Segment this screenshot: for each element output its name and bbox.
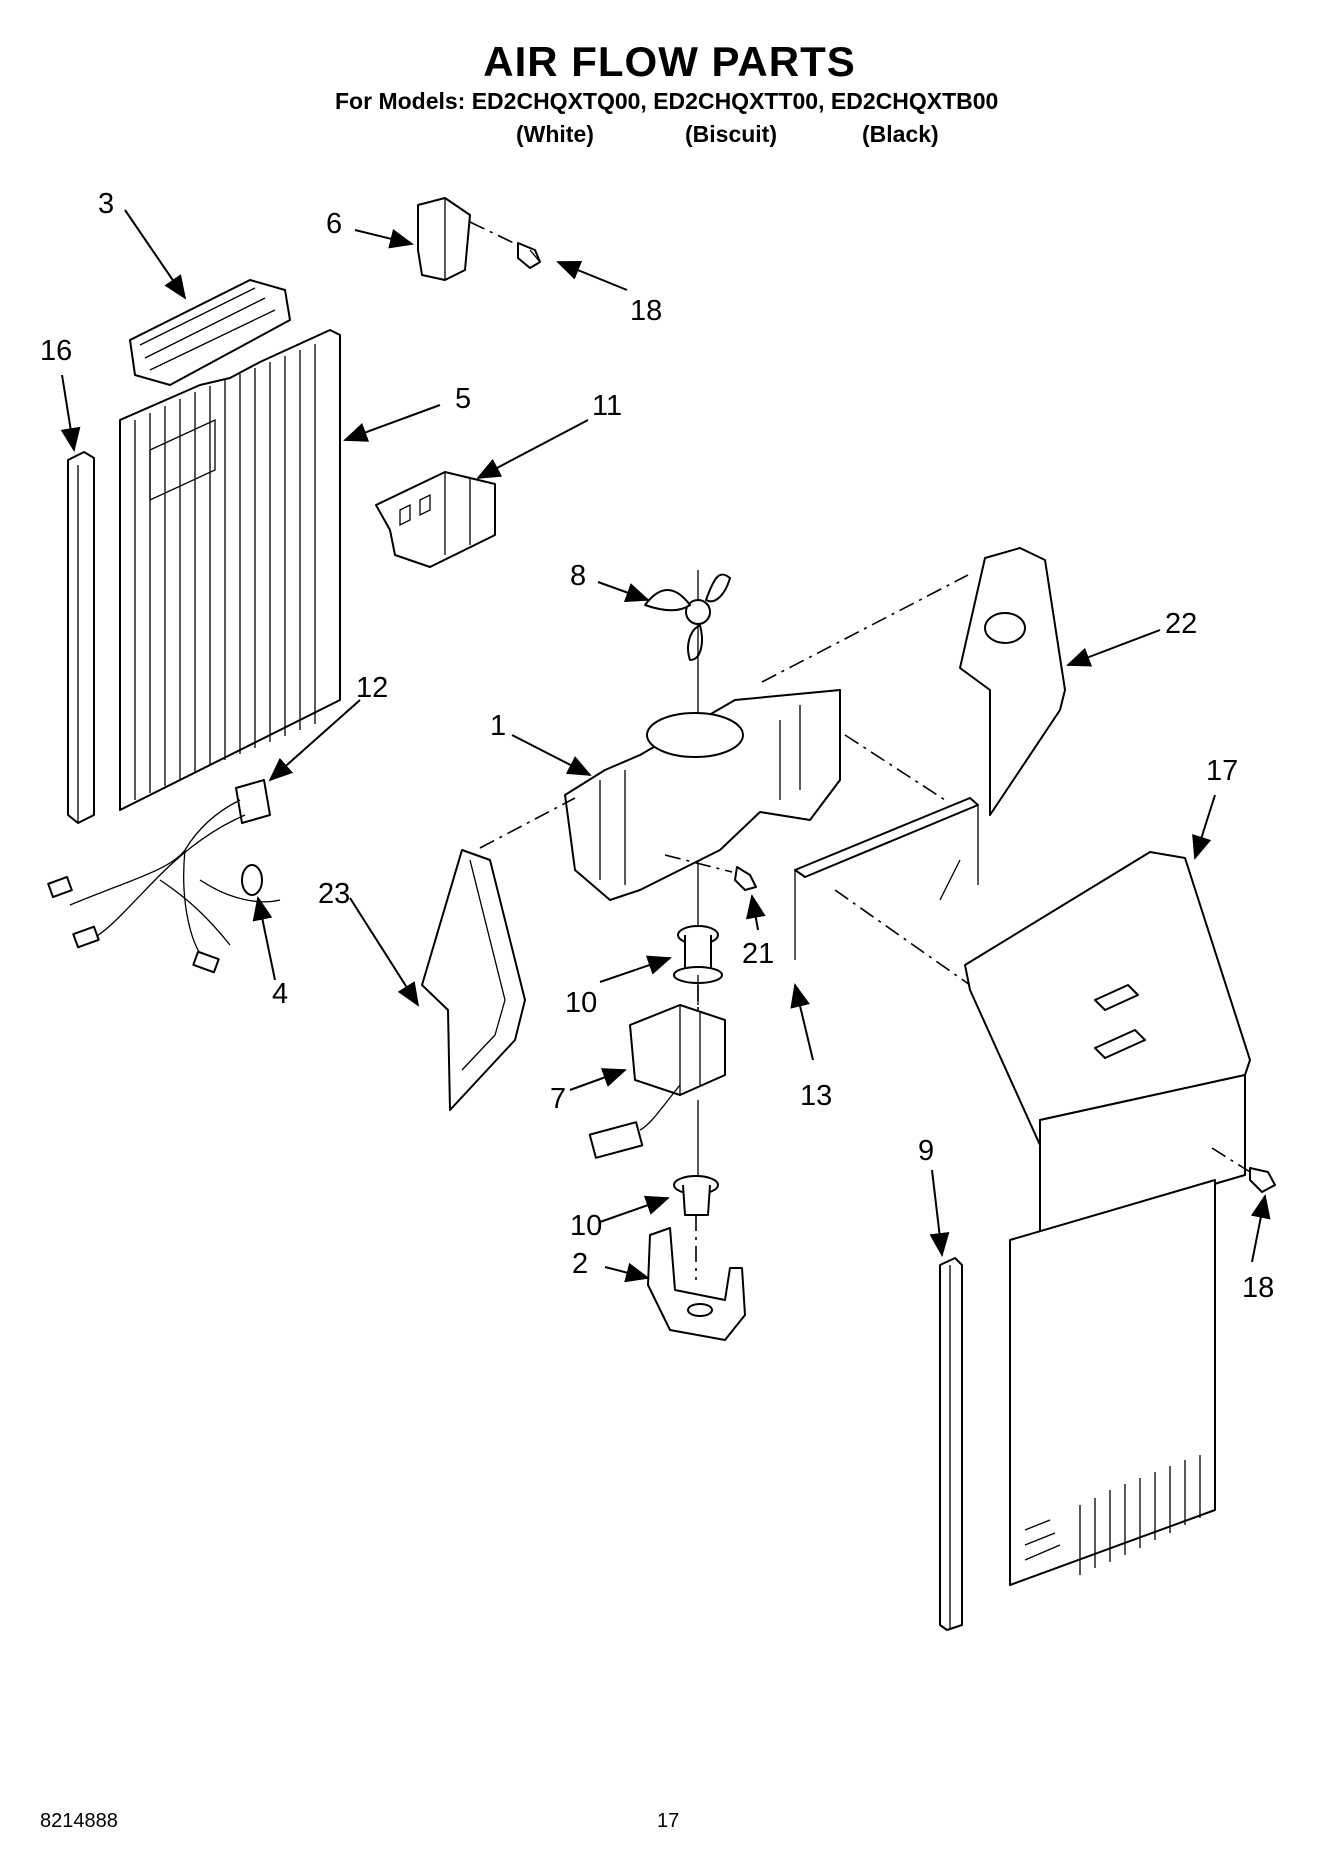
models-line: For Models: ED2CHQXTQ00, ED2CHQXTT00, ED… [335, 88, 999, 114]
part-23-baffle [421, 849, 526, 1111]
color-black: (Black) [862, 121, 939, 147]
callout-8: 8 [570, 560, 586, 592]
callout-5: 5 [455, 383, 471, 415]
part-12-wire-harness [47, 779, 281, 974]
part-8-fan-blade [644, 570, 731, 661]
color-biscuit: (Biscuit) [685, 121, 777, 147]
part-1-fan-housing [564, 689, 841, 901]
callout-23: 23 [318, 878, 350, 910]
part-10-bushing-top [673, 925, 723, 984]
callout-3: 3 [98, 188, 114, 220]
page-number: 17 [657, 1810, 680, 1832]
callout-18-top: 18 [630, 295, 662, 327]
part-10-bushing-bottom [673, 1175, 719, 1216]
callout-18-right: 18 [1242, 1272, 1274, 1304]
callout-17: 17 [1206, 755, 1238, 787]
part-2-bracket [647, 1227, 746, 1341]
callout-12: 12 [356, 672, 388, 704]
callout-22: 22 [1165, 608, 1197, 640]
doc-number: 8214888 [40, 1810, 118, 1832]
part-22-baffle [959, 547, 1066, 816]
callout-9: 9 [918, 1135, 934, 1167]
part-17-evaporator-cover [964, 851, 1251, 1586]
part-18-screw-top [517, 242, 541, 269]
callout-13: 13 [800, 1080, 832, 1112]
part-9-strip [939, 1257, 963, 1631]
part-3-grille [129, 279, 291, 386]
part-21-screw [734, 866, 757, 891]
part-6-cap [417, 197, 471, 281]
callout-16: 16 [40, 335, 72, 367]
color-white: (White) [516, 121, 594, 147]
part-16-strip [67, 451, 95, 824]
callout-6: 6 [326, 208, 342, 240]
part-5-duct-cover [119, 329, 341, 811]
callout-10-bottom: 10 [570, 1210, 602, 1242]
callout-21: 21 [742, 938, 774, 970]
callout-10-top: 10 [565, 987, 597, 1019]
callout-2: 2 [572, 1248, 588, 1280]
callout-4: 4 [272, 978, 288, 1010]
part-11-damper [375, 471, 496, 568]
callout-1: 1 [490, 710, 506, 742]
part-7-motor [588, 975, 726, 1159]
callout-7: 7 [550, 1083, 566, 1115]
page-title: AIR FLOW PARTS [483, 38, 856, 85]
callout-11: 11 [592, 390, 622, 422]
part-18-screw-right [1249, 1167, 1276, 1193]
part-13-bracket [794, 797, 979, 960]
